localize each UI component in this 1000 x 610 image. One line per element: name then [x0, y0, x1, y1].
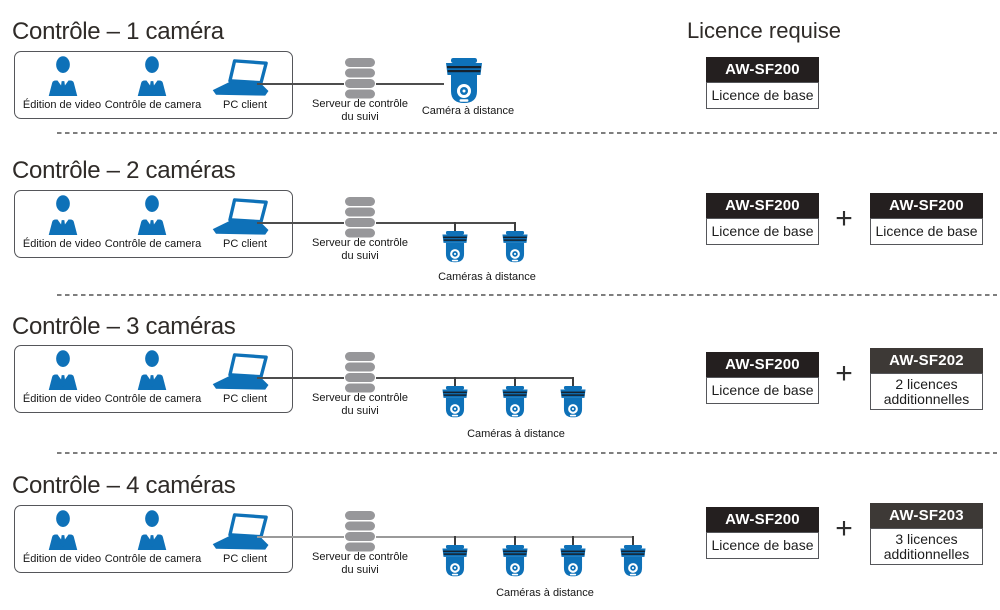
row-title: Contrôle – 4 caméras	[12, 472, 236, 499]
license-type: Licence de base	[706, 218, 819, 245]
license-card: AW-SF202 2 licences additionnelles	[870, 348, 983, 410]
license-card: AW-SF200 Licence de base	[706, 57, 819, 109]
license-type: 2 licences additionnelles	[870, 373, 983, 410]
laptop-icon	[211, 198, 273, 237]
server-icon	[344, 58, 376, 100]
license-type: Licence de base	[706, 532, 819, 559]
role-label: Contrôle de camera	[104, 393, 202, 405]
license-model: AW-SF200	[706, 507, 819, 532]
connector-drop	[454, 222, 456, 233]
license-card: AW-SF200 Licence de base	[870, 193, 983, 245]
server-label: Serveur de contrôle du suivi	[312, 98, 408, 123]
user-icon	[44, 350, 82, 390]
connector-line	[376, 536, 634, 538]
role-label: Contrôle de camera	[104, 238, 202, 250]
user-icon	[133, 56, 171, 96]
remote-camera-icon	[501, 545, 529, 577]
remote-camera-label: Caméra à distance	[421, 105, 515, 117]
separator-line	[57, 294, 997, 296]
laptop-icon	[211, 59, 273, 98]
remote-camera-icon	[441, 231, 469, 263]
user-icon	[133, 510, 171, 550]
license-type: Licence de base	[706, 82, 819, 109]
role-label: Contrôle de camera	[104, 553, 202, 565]
user-icon	[44, 195, 82, 235]
user-icon	[133, 350, 171, 390]
license-model: AW-SF200	[706, 57, 819, 82]
server-icon	[344, 352, 376, 394]
license-type: Licence de base	[870, 218, 983, 245]
license-card: AW-SF200 Licence de base	[706, 193, 819, 245]
license-card: AW-SF200 Licence de base	[706, 507, 819, 559]
role-label: Édition de video	[22, 99, 102, 111]
plus-sign: +	[835, 512, 853, 545]
license-column-heading: Licence requise	[686, 18, 842, 43]
connector-line	[376, 83, 444, 85]
remote-camera-label: Caméras à distance	[438, 271, 536, 283]
license-model: AW-SF200	[706, 352, 819, 377]
plus-sign: +	[835, 357, 853, 390]
remote-camera-icon	[559, 386, 587, 418]
role-label: Contrôle de camera	[104, 99, 202, 111]
server-label: Serveur de contrôle du suivi	[312, 551, 408, 576]
role-label: Édition de video	[22, 553, 102, 565]
server-label: Serveur de contrôle du suivi	[312, 392, 408, 417]
license-model: AW-SF202	[870, 348, 983, 373]
server-icon	[344, 511, 376, 553]
plus-sign: +	[835, 202, 853, 235]
connector-drop	[514, 536, 516, 547]
separator-line	[57, 452, 997, 454]
user-icon	[44, 510, 82, 550]
connector-line	[376, 222, 516, 224]
laptop-icon	[211, 353, 273, 392]
license-model: AW-SF203	[870, 503, 983, 528]
role-label: PC client	[222, 553, 268, 565]
row-title: Contrôle – 2 caméras	[12, 157, 236, 184]
role-label: Édition de video	[22, 393, 102, 405]
connector-drop	[514, 222, 516, 233]
remote-camera-icon	[501, 386, 529, 418]
user-icon	[133, 195, 171, 235]
connector-line	[257, 377, 344, 379]
remote-camera-icon	[559, 545, 587, 577]
role-label: Édition de video	[22, 238, 102, 250]
remote-camera-icon	[441, 545, 469, 577]
remote-camera-icon	[444, 58, 484, 104]
server-icon	[344, 197, 376, 239]
connector-drop	[514, 377, 516, 388]
license-type: 3 licences additionnelles	[870, 528, 983, 565]
license-card: AW-SF203 3 licences additionnelles	[870, 503, 983, 565]
role-label: PC client	[222, 238, 268, 250]
connector-line	[257, 222, 344, 224]
connector-drop	[572, 536, 574, 547]
license-model: AW-SF200	[870, 193, 983, 218]
role-label: PC client	[222, 393, 268, 405]
connector-drop	[632, 536, 634, 547]
license-model: AW-SF200	[706, 193, 819, 218]
laptop-icon	[211, 513, 273, 552]
remote-camera-label: Caméras à distance	[496, 587, 594, 599]
connector-line	[257, 83, 344, 85]
connector-drop	[454, 377, 456, 388]
row-title: Contrôle – 3 caméras	[12, 313, 236, 340]
remote-camera-label: Caméras à distance	[467, 428, 565, 440]
separator-line	[57, 132, 997, 134]
remote-camera-icon	[619, 545, 647, 577]
user-icon	[44, 56, 82, 96]
connector-drop	[454, 536, 456, 547]
connector-drop	[572, 377, 574, 388]
connector-line	[257, 536, 344, 538]
license-card: AW-SF200 Licence de base	[706, 352, 819, 404]
connector-line	[376, 377, 574, 379]
remote-camera-icon	[501, 231, 529, 263]
license-type: Licence de base	[706, 377, 819, 404]
server-label: Serveur de contrôle du suivi	[312, 237, 408, 262]
row-title: Contrôle – 1 caméra	[12, 18, 224, 45]
remote-camera-icon	[441, 386, 469, 418]
role-label: PC client	[222, 99, 268, 111]
